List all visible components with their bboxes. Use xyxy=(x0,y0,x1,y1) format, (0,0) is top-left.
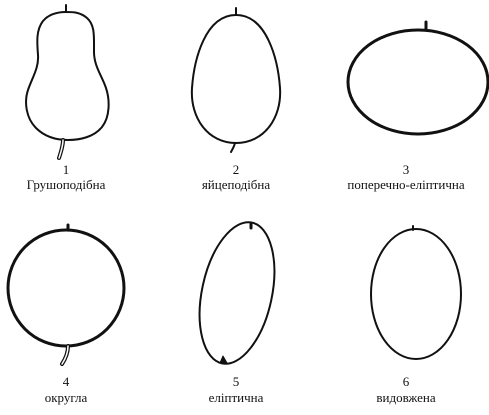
round-shape-icon xyxy=(8,225,124,364)
shape-2-name: яйцеподібна xyxy=(156,177,316,192)
elliptical-shape-icon xyxy=(188,215,286,370)
shape-3-name: поперечно-еліптична xyxy=(326,177,486,192)
shape-1-number: 1 xyxy=(0,162,146,177)
shape-3-number: 3 xyxy=(326,162,486,177)
pear-shape-icon xyxy=(26,5,109,158)
shape-6-number: 6 xyxy=(326,374,486,389)
transverse-elliptical-shape-icon xyxy=(348,22,488,134)
shape-5-number: 5 xyxy=(156,374,316,389)
elongated-shape-icon xyxy=(371,226,461,359)
shape-6-name: видовжена xyxy=(326,390,486,405)
shape-4-name: округла xyxy=(0,390,146,405)
egg-shape-icon xyxy=(192,8,280,152)
shape-1-name: Грушоподібна xyxy=(0,177,146,192)
shape-4-number: 4 xyxy=(0,374,146,389)
shape-5-name: еліптична xyxy=(156,390,316,405)
shape-2-number: 2 xyxy=(156,162,316,177)
